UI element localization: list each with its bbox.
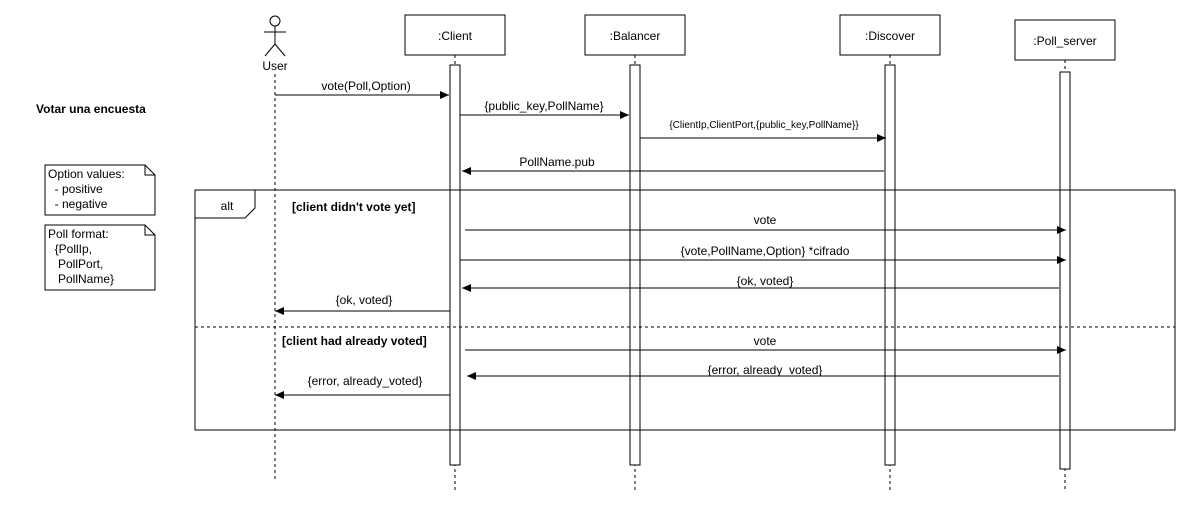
user-actor[interactable]: User <box>262 15 288 73</box>
client-box <box>404 14 506 56</box>
alt-operator: alt <box>221 199 234 213</box>
message-label: vote(Poll,Option) <box>321 79 410 93</box>
message: vote(Poll,Option) <box>275 79 449 99</box>
client-label: :Client <box>438 29 473 43</box>
message: {public_key,PollName} <box>460 99 629 119</box>
note-line: {PollIp, <box>48 242 92 256</box>
note-line: - negative <box>48 197 108 211</box>
balancer-box <box>584 14 686 56</box>
message: vote <box>465 213 1066 234</box>
discover-box <box>839 14 941 56</box>
discover-label: :Discover <box>865 29 915 43</box>
poll-server-box <box>1014 19 1116 61</box>
message-label: PollName.pub <box>519 155 595 169</box>
poll-server-label: :Poll_server <box>1033 34 1096 48</box>
client-activation <box>449 64 461 466</box>
message-label: vote <box>754 213 777 227</box>
balancer-label: :Balancer <box>610 29 661 43</box>
note-line: PollPort, <box>48 257 103 271</box>
message: {ok, voted} <box>275 293 450 315</box>
message-label: {error, already_voted} <box>308 374 423 388</box>
message: vote <box>465 334 1066 354</box>
alt-guard: [client didn't vote yet] <box>292 200 416 214</box>
message-label: {public_key,PollName} <box>484 99 603 113</box>
message: {ok, voted} <box>462 274 1059 292</box>
user-icon <box>264 15 286 57</box>
message: PollName.pub <box>462 155 884 175</box>
message-label: {ClientIp,ClientPort,{public_key,PollNam… <box>669 120 859 131</box>
note-option-values: Option values: - positive - negative <box>44 164 156 216</box>
note-line: Option values: <box>48 167 125 181</box>
message-label: {ok, voted} <box>336 293 393 307</box>
message-label: {ok, voted} <box>737 274 794 288</box>
alt-frame <box>194 189 1176 431</box>
discover-activation <box>884 64 896 466</box>
note-line: Poll format: <box>48 227 109 241</box>
message-label: vote <box>754 334 777 348</box>
message: {error, already_voted} <box>275 374 450 399</box>
participant-poll-server[interactable]: :Poll_server <box>1014 19 1116 492</box>
user-label: User <box>262 59 287 73</box>
note-poll-format: Poll format: {PollIp, PollPort, PollName… <box>44 224 156 291</box>
balancer-activation <box>629 64 641 466</box>
participant-client[interactable]: :Client <box>404 14 506 492</box>
participant-discover[interactable]: :Discover <box>839 14 941 492</box>
diagram-title: Votar una encuesta <box>36 102 146 116</box>
participant-balancer[interactable]: :Balancer <box>584 14 686 492</box>
message: {vote,PollName,Option} *cifrado <box>460 244 1066 264</box>
poll-server-activation <box>1059 71 1071 470</box>
note-line: - positive <box>48 182 103 196</box>
alt-fragment: alt [client didn't vote yet] [client had… <box>194 189 1176 431</box>
alt-guard: [client had already voted] <box>282 334 427 348</box>
message: {ClientIp,ClientPort,{public_key,PollNam… <box>640 120 886 142</box>
note-line: PollName} <box>48 272 114 286</box>
message: {error, already_voted} <box>467 363 1059 380</box>
message-label: {error, already_voted} <box>708 363 823 377</box>
message-label: {vote,PollName,Option} *cifrado <box>681 244 850 258</box>
